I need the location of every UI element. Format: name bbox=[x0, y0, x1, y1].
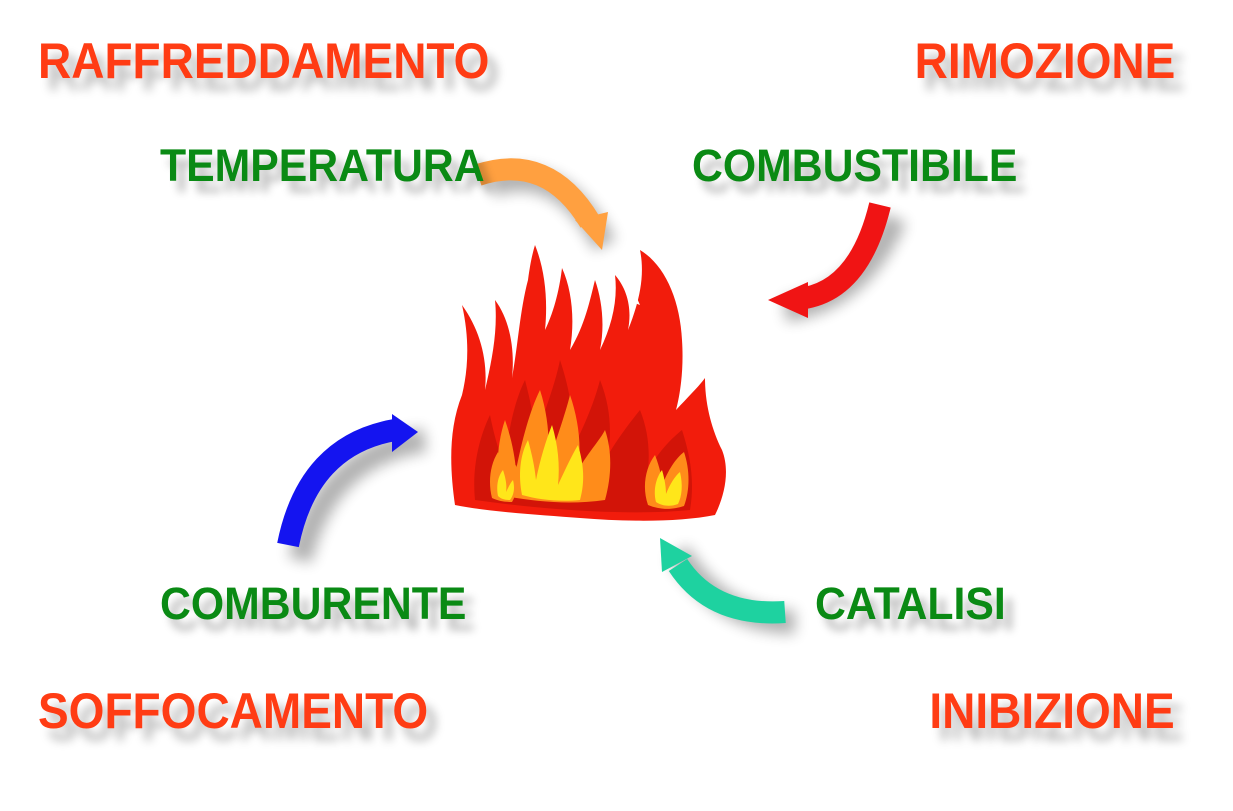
label-inibizione: INIBIZIONE bbox=[929, 683, 1175, 739]
arrow-comburente bbox=[277, 414, 418, 548]
label-combustibile: COMBUSTIBILE bbox=[692, 140, 1018, 191]
arrow-catalisi bbox=[660, 538, 786, 624]
label-comburente: COMBURENTE bbox=[160, 578, 467, 629]
label-temperatura: TEMPERATURA bbox=[160, 140, 485, 191]
label-rimozione: RIMOZIONE bbox=[914, 33, 1175, 89]
label-soffocamento: SOFFOCAMENTO bbox=[38, 683, 429, 739]
arrow-temperatura bbox=[474, 158, 608, 250]
label-raffreddamento: RAFFREDDAMENTO bbox=[38, 33, 490, 89]
arrow-combustibile bbox=[768, 202, 891, 318]
label-catalisi: CATALISI bbox=[815, 578, 1006, 629]
fire-icon bbox=[451, 245, 726, 521]
